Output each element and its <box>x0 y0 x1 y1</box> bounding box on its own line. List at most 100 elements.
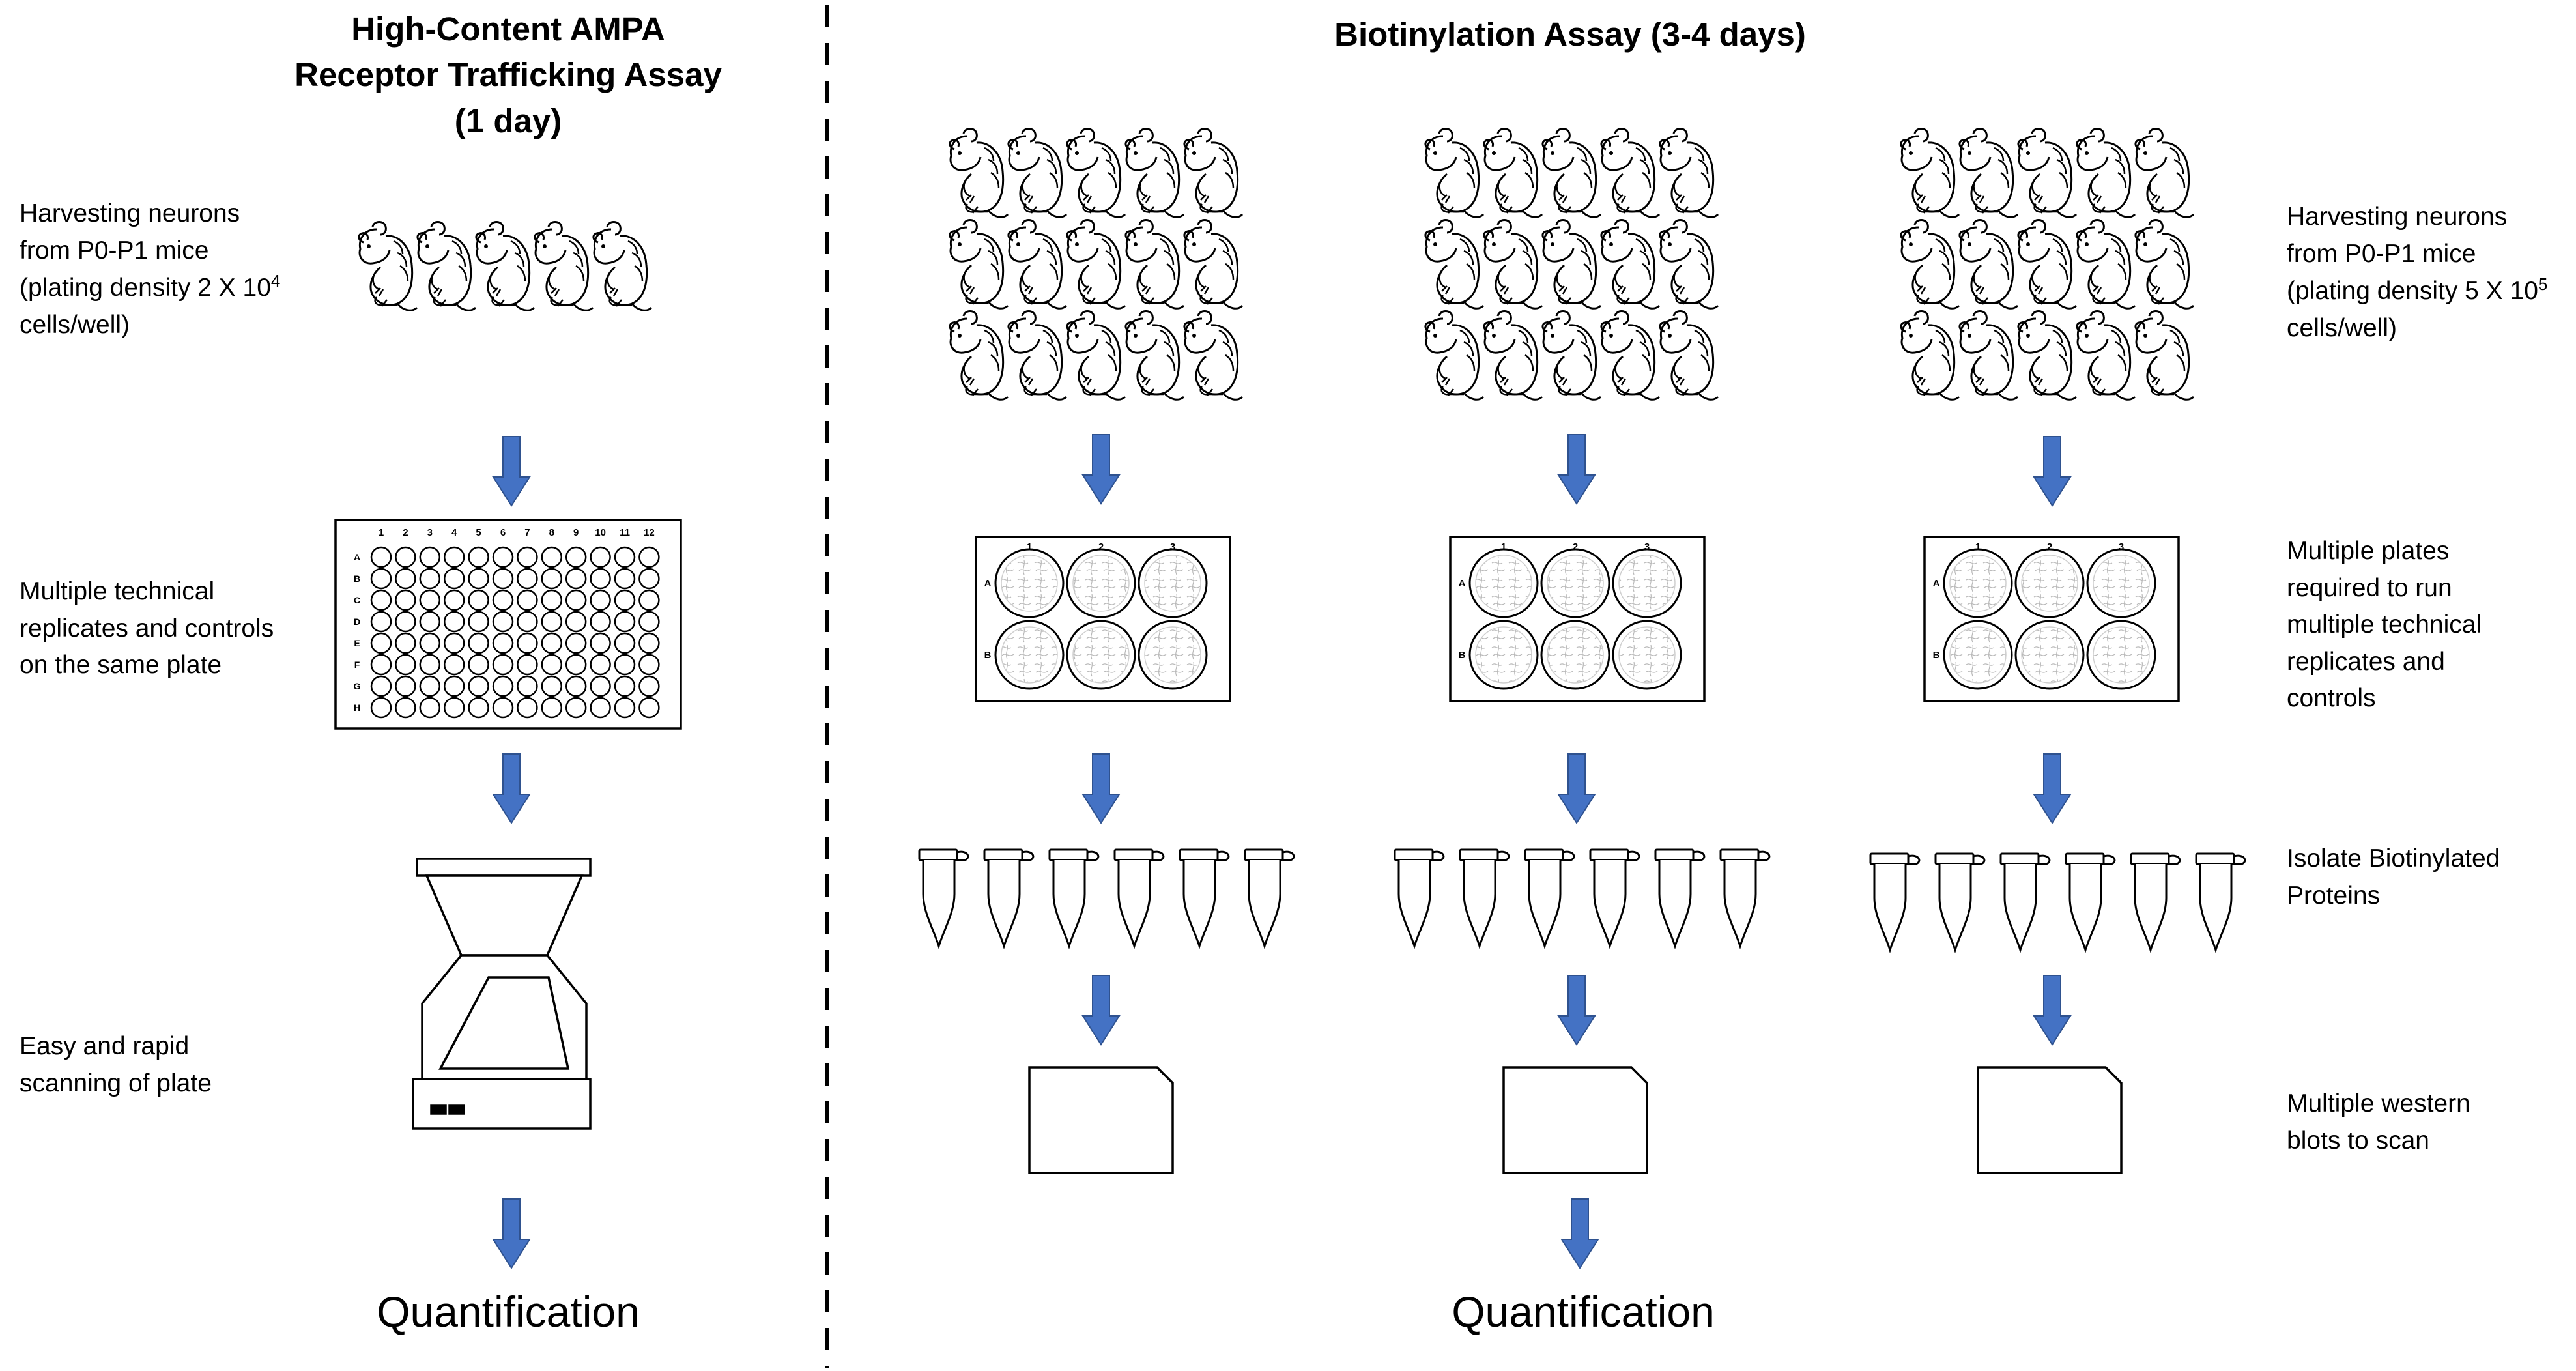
plate96-well <box>541 589 563 611</box>
plate96-well <box>492 654 514 676</box>
plate96-well <box>370 697 392 719</box>
right-western-line-1: Multiple western <box>2287 1090 2470 1118</box>
plate96-well <box>395 675 416 697</box>
mouse-pup-icon <box>1483 219 1543 310</box>
plate96-well <box>590 697 611 719</box>
plate96-well <box>517 568 538 590</box>
right-harvest-text: Harvesting neurons from P0-P1 mice (plat… <box>2287 199 2573 347</box>
left-harvest-line-3: (plating density 2 X 104 <box>20 269 358 307</box>
plate6-well-cells <box>1072 555 1130 612</box>
down-arrow-icon <box>1558 975 1596 1045</box>
plate96-well <box>419 611 441 633</box>
mouse-pup-icon <box>592 221 653 311</box>
plate96-well <box>370 568 392 590</box>
plate96-well <box>395 611 416 633</box>
plate96-well <box>590 675 611 697</box>
microtube-icon <box>1589 848 1640 947</box>
plate6-well-cells <box>1475 626 1532 684</box>
down-arrow-icon <box>1561 1198 1599 1269</box>
plate6-well-cells <box>1949 555 2007 612</box>
plate96-column-label: 3 <box>427 527 433 538</box>
plate96-well <box>590 611 611 633</box>
plate96-well <box>565 675 587 697</box>
plate6-row-label: B <box>1933 650 1940 661</box>
left-replicates-line-2: replicates and controls <box>20 614 274 642</box>
microtube-icon <box>1719 848 1771 947</box>
plate96-well <box>468 632 489 654</box>
left-title-line-1: High-Content AMPA <box>351 10 665 48</box>
plate96-column-label: 10 <box>595 527 606 538</box>
plate96-well <box>614 654 636 676</box>
plate6-column-label: 2 <box>1573 541 1578 553</box>
plate96-well <box>395 568 416 590</box>
western-blot-membrane-icon <box>1977 1066 2123 1174</box>
plate96-well <box>590 568 611 590</box>
left-harvest-line-4: cells/well) <box>20 310 130 339</box>
plate96-row-label: G <box>354 681 361 691</box>
right-harvest-line-1: Harvesting neurons <box>2287 203 2508 231</box>
right-plates-line-1: Multiple plates <box>2287 537 2450 565</box>
mouse-pup-icon <box>2134 128 2195 218</box>
plate96-well <box>443 611 465 633</box>
left-density-base: (plating density 2 X 10 <box>20 274 271 302</box>
plate96-well <box>590 654 611 676</box>
mouse-pup-icon <box>1541 128 1602 218</box>
plate96-row-label: F <box>354 659 360 670</box>
plate96-row-label: C <box>354 595 360 605</box>
microtube-icon <box>1048 848 1100 947</box>
plate96-well <box>468 546 489 568</box>
plate6-well-cells <box>1001 555 1058 612</box>
plate6-well-cells <box>1144 626 1201 684</box>
plate96-column-label: 9 <box>573 527 579 538</box>
plate6-well-cells <box>1618 626 1676 684</box>
plate96-well <box>638 675 660 697</box>
down-arrow-icon <box>493 1198 530 1269</box>
right-isolate-line-1: Isolate Biotinylated <box>2287 844 2500 873</box>
plate96-well <box>614 697 636 719</box>
microtube-icon <box>1524 848 1575 947</box>
plate6-column-label: 1 <box>1501 541 1506 553</box>
plate96-well <box>370 675 392 697</box>
mouse-pup-icon <box>949 128 1009 218</box>
plate6-well-cells <box>2021 555 2078 612</box>
right-plates-line-5: controls <box>2287 684 2376 713</box>
right-plates-line-3: multiple technical <box>2287 611 2482 639</box>
plate96-well <box>419 654 441 676</box>
left-replicates-line-3: on the same plate <box>20 651 222 680</box>
mouse-pup-icon <box>1124 219 1185 310</box>
plate96-row-label: H <box>354 702 360 713</box>
plate96-well <box>638 568 660 590</box>
microtube-icon <box>2195 852 2246 951</box>
right-density-base: (plating density 5 X 10 <box>2287 277 2538 306</box>
plate96-well <box>565 546 587 568</box>
plate6-well-cells <box>2093 626 2150 684</box>
down-arrow-icon <box>1082 753 1120 824</box>
plate96-column-label: 4 <box>451 527 457 538</box>
plate6-row-label: B <box>1459 650 1466 661</box>
mouse-pup-icon <box>1659 128 1719 218</box>
plate96-column-label: 8 <box>549 527 554 538</box>
plate6-well-cells <box>2093 555 2150 612</box>
mouse-pup-icon <box>1659 219 1719 310</box>
plate96-well <box>492 546 514 568</box>
mouse-pup-icon <box>1183 128 1244 218</box>
plate96-well <box>419 546 441 568</box>
mouse-pup-icon <box>1007 128 1068 218</box>
left-title-line-2: Receptor Trafficking Assay <box>294 56 722 94</box>
right-isolate-text: Isolate Biotinylated Proteins <box>2287 841 2573 914</box>
plate96-well <box>541 632 563 654</box>
left-scan-text: Easy and rapid scanning of plate <box>20 1028 358 1102</box>
plate96-well <box>370 546 392 568</box>
down-arrow-icon <box>493 436 530 506</box>
left-title: High-Content AMPA Receptor Trafficking A… <box>248 7 769 144</box>
microtube-icon <box>2130 852 2181 951</box>
plate96-well <box>541 697 563 719</box>
mouse-pup-icon <box>1600 128 1661 218</box>
plate6-row-label: A <box>984 578 992 589</box>
plate96-well <box>614 675 636 697</box>
left-harvest-text: Harvesting neurons from P0-P1 mice (plat… <box>20 195 358 343</box>
down-arrow-icon <box>2033 975 2071 1045</box>
